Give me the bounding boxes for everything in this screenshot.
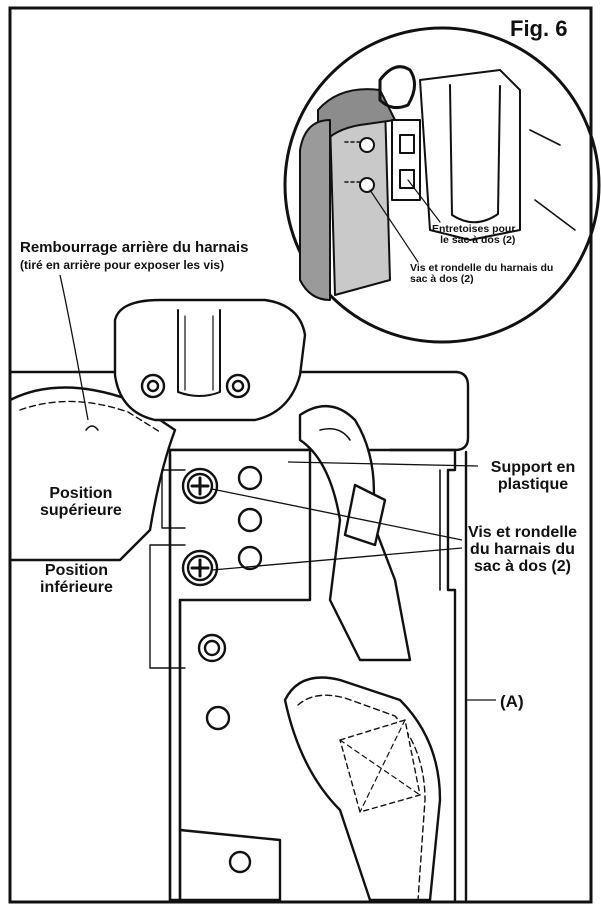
upper-position-line2: supérieure: [40, 501, 122, 519]
hole: [237, 545, 263, 571]
hole: [205, 705, 231, 731]
plastic-support-line1: Support en: [490, 459, 576, 476]
inset-detail: [283, 26, 601, 344]
back-pad-label: Rembourrage arrière du harnais: [20, 239, 249, 256]
plastic-bracket: [388, 448, 457, 902]
inset-spacers-line1: Entretoises pour: [432, 223, 516, 235]
inset-screws-label: Vis et rondelle du harnais du sac à dos …: [410, 262, 554, 286]
figure-title: Fig. 6: [510, 16, 568, 41]
back-pad-note: (tiré en arrière pour exposer les vis): [20, 258, 225, 272]
upper-position-line1: Position: [49, 485, 113, 502]
lower-position-label: Position inférieure: [40, 562, 113, 597]
inset-screws-line1: Vis et rondelle du harnais du: [410, 262, 554, 274]
screw-washer-label: Vis et rondelle du harnais du sac à dos …: [450, 524, 595, 575]
leader-lines: [59, 274, 496, 701]
screw-washer-line1: Vis et rondelle: [467, 524, 578, 541]
lower-screw: [181, 549, 219, 587]
hole: [237, 507, 263, 533]
inset-spacers-line2: le sac à dos (2): [440, 234, 516, 247]
head-pad: [113, 298, 307, 422]
plastic-support-line2: plastique: [497, 475, 569, 493]
back-pad: [10, 386, 177, 562]
upper-screw: [181, 467, 219, 505]
inset-screws-line2: sac à dos (2): [410, 273, 474, 286]
hole: [237, 465, 263, 491]
upper-position-label: Position supérieure: [40, 485, 122, 520]
lower-position-line2: inférieure: [40, 578, 113, 596]
figure-frame: [8, 6, 593, 904]
inset-spacers-label: Entretoises pour le sac à dos (2): [432, 223, 516, 247]
screw-washer-line2: du harnais du: [470, 540, 575, 558]
screw-washer-line3: sac à dos (2): [474, 557, 571, 575]
plastic-support-label: Support en plastique: [478, 459, 588, 494]
lower-position-line1: Position: [44, 562, 109, 579]
part-a-label: (A): [500, 692, 524, 711]
